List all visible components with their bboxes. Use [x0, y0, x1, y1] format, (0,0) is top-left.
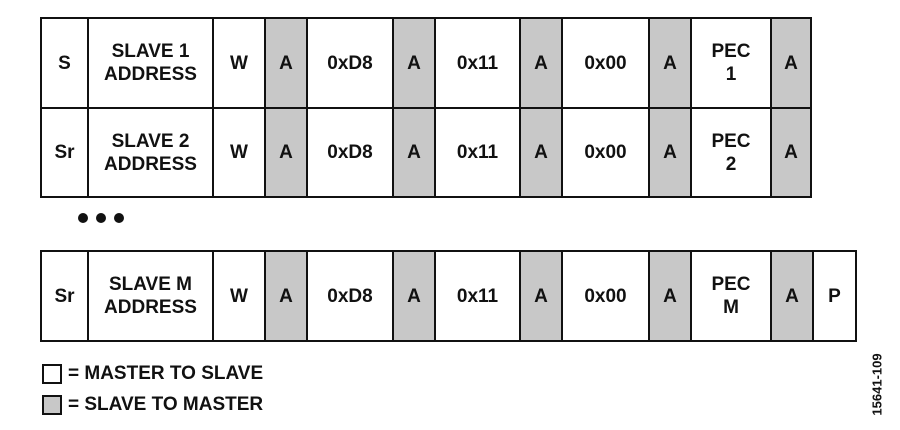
- ack-cell: A: [648, 252, 690, 340]
- ellipsis-dot: [114, 213, 124, 223]
- transaction-row-slave-m: Sr SLAVE M ADDRESS W A 0xD8 A 0x11 A 0x0…: [40, 250, 857, 342]
- stop-condition-cell: P: [812, 252, 857, 340]
- ack-cell: A: [392, 252, 434, 340]
- ack-cell: A: [770, 252, 812, 340]
- pec-cell: PEC 1: [690, 19, 770, 107]
- slave-address-cell: SLAVE M ADDRESS: [87, 252, 212, 340]
- data-byte-cell: 0xD8: [306, 252, 392, 340]
- ack-cell: A: [392, 109, 434, 196]
- ack-cell: A: [264, 252, 306, 340]
- data-byte-cell: 0x00: [561, 252, 648, 340]
- ack-cell: A: [770, 19, 812, 107]
- white-swatch-icon: [42, 364, 62, 384]
- ellipsis-dots: [78, 213, 124, 223]
- ack-cell: A: [264, 109, 306, 196]
- transaction-row-slave-2: Sr SLAVE 2 ADDRESS W A 0xD8 A 0x11 A 0x0…: [40, 107, 812, 198]
- legend-master-to-slave: = MASTER TO SLAVE: [42, 363, 263, 385]
- ack-cell: A: [648, 109, 690, 196]
- slave-address-cell: SLAVE 2 ADDRESS: [87, 109, 212, 196]
- ack-cell: A: [648, 19, 690, 107]
- data-byte-cell: 0xD8: [306, 109, 392, 196]
- ack-cell: A: [770, 109, 812, 196]
- repeated-start-cell: Sr: [40, 109, 87, 196]
- legend-slave-to-master: = SLAVE TO MASTER: [42, 394, 263, 416]
- ack-cell: A: [519, 109, 561, 196]
- legend-slave-label: = SLAVE TO MASTER: [68, 394, 264, 415]
- data-byte-cell: 0x00: [561, 109, 648, 196]
- ellipsis-dot: [78, 213, 88, 223]
- write-bit-cell: W: [212, 19, 264, 107]
- data-byte-cell: 0x00: [561, 19, 648, 107]
- data-byte-cell: 0x11: [434, 252, 519, 340]
- ack-cell: A: [519, 252, 561, 340]
- start-condition-cell: S: [40, 19, 87, 107]
- write-bit-cell: W: [212, 252, 264, 340]
- pec-cell: PEC M: [690, 252, 770, 340]
- ack-cell: A: [264, 19, 306, 107]
- data-byte-cell: 0xD8: [306, 19, 392, 107]
- slave-address-cell: SLAVE 1 ADDRESS: [87, 19, 212, 107]
- legend-master-label: = MASTER TO SLAVE: [68, 363, 264, 384]
- ellipsis-dot: [96, 213, 106, 223]
- ack-cell: A: [519, 19, 561, 107]
- data-byte-cell: 0x11: [434, 19, 519, 107]
- ack-cell: A: [392, 19, 434, 107]
- figure-id-text: 15641-109: [869, 352, 885, 416]
- figure-id: 15641-109: [866, 352, 888, 416]
- pec-cell: PEC 2: [690, 109, 770, 196]
- gray-swatch-icon: [42, 395, 62, 415]
- repeated-start-cell: Sr: [40, 252, 87, 340]
- data-byte-cell: 0x11: [434, 109, 519, 196]
- write-bit-cell: W: [212, 109, 264, 196]
- transaction-row-slave-1: S SLAVE 1 ADDRESS W A 0xD8 A 0x11 A 0x00…: [40, 17, 812, 109]
